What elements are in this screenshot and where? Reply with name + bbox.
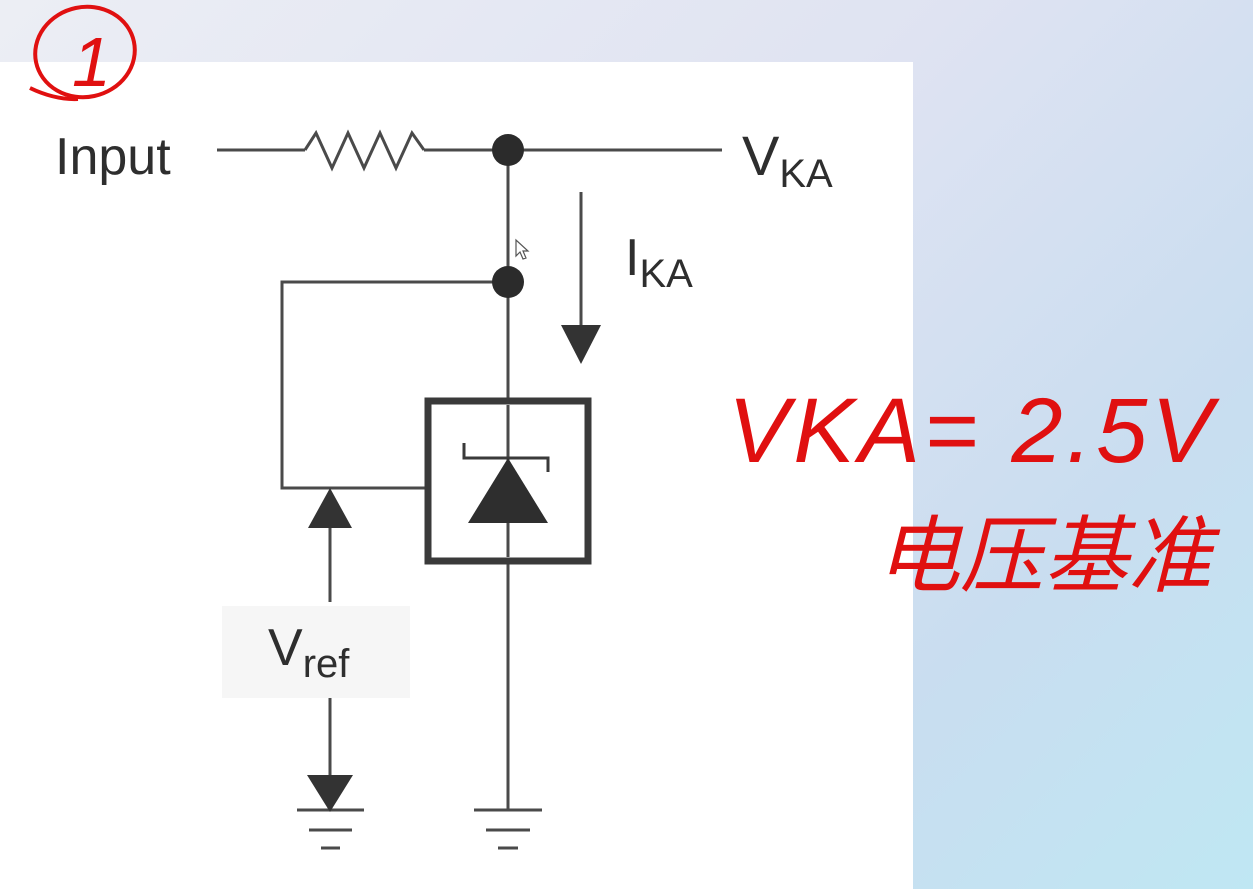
ika-label: IKA [625, 229, 693, 296]
circuit-diagram [217, 129, 722, 850]
handwritten-circle [33, 4, 137, 100]
zener-diode-icon [468, 458, 548, 523]
ika-arrow-head [561, 325, 601, 364]
vref-label-box [222, 606, 410, 698]
ref-feedback-wire [280, 280, 508, 490]
input-label: Input [55, 128, 171, 186]
zener-cathode-bar [462, 443, 550, 472]
junction-node-ref [492, 266, 524, 298]
mouse-cursor-icon [515, 238, 530, 260]
junction-node-top [492, 134, 524, 166]
vka-label: VKA [742, 124, 833, 196]
resistor [303, 129, 426, 172]
handwritten-marker: 1 [72, 23, 111, 101]
handwritten-chinese-note: 电压基准 [876, 509, 1221, 603]
handwritten-vka-value: VKA= 2.5V [728, 380, 1220, 482]
handwritten-circle-tail [29, 86, 79, 102]
ground-symbol-right [474, 808, 542, 850]
vref-arrow-head-up [308, 488, 352, 528]
vref-label: Vref [268, 619, 350, 686]
vref-arrow-head-down [307, 775, 353, 812]
